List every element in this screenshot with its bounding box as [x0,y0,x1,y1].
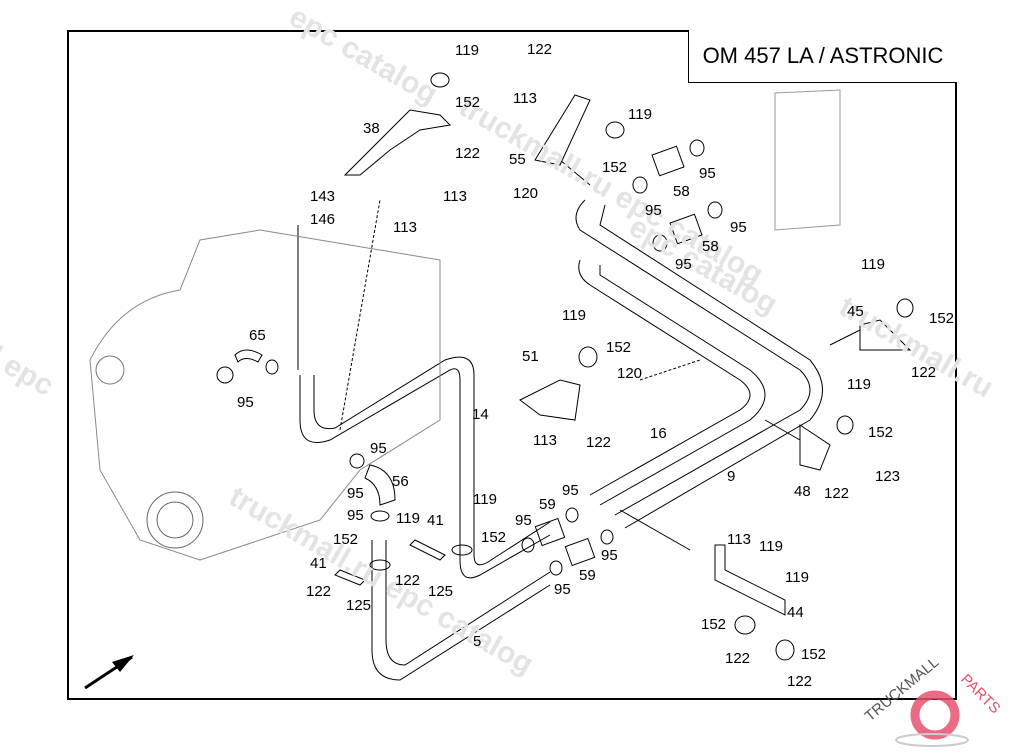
coupler-58b [669,213,703,245]
bracket-45 [859,319,912,351]
callout-152: 152 [929,310,955,327]
callout-48: 48 [794,483,811,500]
callout-152: 152 [606,339,632,356]
callout-122: 122 [911,364,937,381]
callout-9: 9 [727,468,736,485]
callout-16: 16 [650,425,667,442]
callout-55: 55 [509,151,526,168]
callout-113: 113 [533,432,557,449]
hose-5 [371,540,551,681]
callout-95: 95 [237,394,254,411]
engine-block [89,229,441,561]
callout-95: 95 [699,165,716,182]
coupler-58a [651,145,685,177]
callout-143: 143 [310,188,336,205]
callout-95: 95 [370,440,387,457]
hose-9 [575,199,811,516]
logo-text-parts: PARTS [957,671,1003,717]
diagram-title: OM 457 LA / ASTRONIC [688,30,957,83]
callout-122: 122 [306,583,332,600]
callout-95: 95 [562,482,579,499]
callout-120: 120 [617,365,643,382]
callout-122: 122 [586,434,612,451]
callout-95: 95 [347,485,364,502]
callout-59: 59 [539,496,556,513]
callout-122: 122 [787,673,813,690]
callout-122: 122 [725,650,751,667]
bracket-48 [799,424,831,471]
callout-58: 58 [673,183,690,200]
callout-119: 119 [455,42,479,59]
callout-119: 119 [847,376,871,393]
callout-152: 152 [333,531,359,548]
hose-14 [299,368,551,579]
callout-44: 44 [787,604,804,621]
callout-5: 5 [473,633,482,650]
truckmall-parts-logo: TRUCKMALL PARTS [860,654,1024,750]
callout-123: 123 [875,468,901,485]
callout-122: 122 [824,485,850,502]
callout-58: 58 [702,238,719,255]
hose-65 [234,349,263,363]
callout-95: 95 [347,507,364,524]
callout-113: 113 [393,219,417,236]
callout-14: 14 [472,406,489,423]
callout-125: 125 [346,597,372,614]
callout-122: 122 [455,145,481,162]
callout-152: 152 [481,529,507,546]
callout-38: 38 [363,120,380,137]
callout-45: 45 [847,303,864,320]
callout-56: 56 [392,473,409,490]
bracket-55 [534,94,591,166]
callout-95: 95 [730,219,747,236]
gear-logo-icon: TRUCKMALL PARTS [862,654,1004,747]
bracket-41a [334,569,366,586]
callout-113: 113 [727,531,751,548]
clamps [216,72,914,661]
callout-95: 95 [601,547,618,564]
bracket-51 [519,379,581,421]
direction-arrow [84,655,134,690]
diagram-frame [67,30,957,700]
callout-51: 51 [522,348,539,365]
callout-152: 152 [455,94,481,111]
callout-152: 152 [602,159,628,176]
callout-113: 113 [513,90,537,107]
callout-119: 119 [396,510,420,527]
callout-95: 95 [675,256,692,273]
coupler-59a [534,517,566,547]
callout-95: 95 [515,512,532,529]
coupler-59b [564,537,596,567]
callout-119: 119 [562,307,586,324]
callout-41: 41 [427,512,444,529]
bracket-44 [714,544,786,616]
callout-113: 113 [443,188,467,205]
callout-119: 119 [861,256,885,273]
callout-122: 122 [395,572,421,589]
callout-125: 125 [428,583,454,600]
hose-16 [578,259,751,496]
callout-95: 95 [554,581,571,598]
callout-152: 152 [868,424,894,441]
callout-65: 65 [249,327,266,344]
callout-119: 119 [785,569,809,586]
callout-95: 95 [645,202,662,219]
callout-119: 119 [759,538,783,555]
callout-152: 152 [701,616,727,633]
bracket-41b [409,539,446,561]
callout-122: 122 [527,41,553,58]
callout-59: 59 [579,567,596,584]
callout-152: 152 [801,646,827,663]
bracket-38 [343,109,452,176]
heat-exchanger [774,89,841,231]
callout-120: 120 [513,185,539,202]
hose-56 [364,464,396,506]
callout-119: 119 [628,106,652,123]
callout-146: 146 [310,211,336,228]
callout-41: 41 [310,555,327,572]
callout-119: 119 [473,491,497,508]
